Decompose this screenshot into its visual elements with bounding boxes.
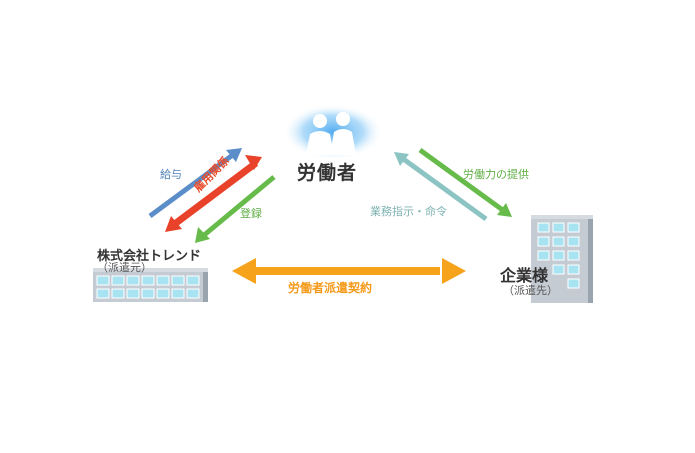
salary-arrow (148, 148, 242, 219)
registration-arrow (195, 175, 276, 243)
registration-label: 登録 (240, 207, 262, 220)
dispatcher-building-icon (93, 268, 208, 302)
client-name: 企業様 (500, 266, 549, 285)
contract-label: 労働者派遣契約 (288, 281, 373, 295)
contract-arrow (232, 258, 466, 284)
labor-label: 労働力の提供 (463, 168, 529, 181)
worker-title: 労働者 (297, 162, 358, 184)
worker-icon (283, 104, 383, 160)
dispatcher-role: （派遣元） (97, 261, 152, 274)
salary-label: 給与 (160, 168, 182, 181)
labor-arrow (418, 147, 512, 217)
instruction-label: 業務指示・命令 (370, 205, 447, 218)
client-building-icon (531, 215, 593, 303)
instruction-arrow (394, 152, 488, 222)
client-role: （派遣先） (503, 284, 558, 297)
dispatcher-name: 株式会社トレンド (97, 249, 202, 264)
employment-arrow (165, 155, 262, 232)
